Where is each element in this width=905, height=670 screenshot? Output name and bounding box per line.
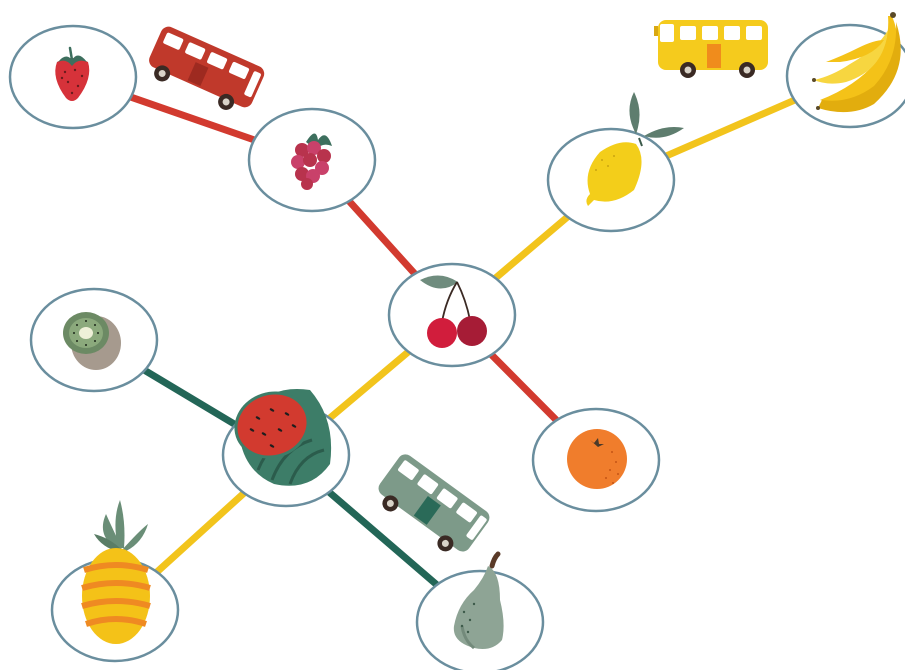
lemon-icon	[586, 92, 684, 206]
station-strawberry[interactable]	[8, 24, 138, 130]
station-pineapple[interactable]	[50, 500, 180, 663]
station-pear[interactable]	[415, 551, 545, 670]
pineapple-icon	[81, 500, 151, 644]
yellow-bus[interactable]	[654, 20, 768, 78]
watermelon-icon	[234, 389, 332, 486]
cherry-icon	[420, 275, 487, 348]
orange-icon	[567, 429, 627, 489]
station-cherry[interactable]	[387, 262, 517, 368]
strawberry-icon	[55, 46, 90, 101]
station-orange[interactable]	[531, 407, 661, 513]
station-banana[interactable]	[785, 12, 905, 129]
station-lemon[interactable]	[546, 92, 684, 233]
kiwi-icon	[63, 312, 121, 370]
station-raspberry[interactable]	[247, 107, 377, 213]
pear-icon	[453, 551, 504, 650]
bus-icon	[378, 454, 490, 552]
red-bus[interactable]	[142, 24, 266, 119]
bus-icon	[654, 20, 768, 78]
banana-icon	[812, 12, 901, 113]
green-bus[interactable]	[370, 451, 493, 563]
station-kiwi[interactable]	[29, 287, 159, 393]
bus-icon	[149, 26, 265, 110]
station-watermelon[interactable]	[221, 382, 351, 508]
raspberry-icon	[291, 133, 332, 190]
